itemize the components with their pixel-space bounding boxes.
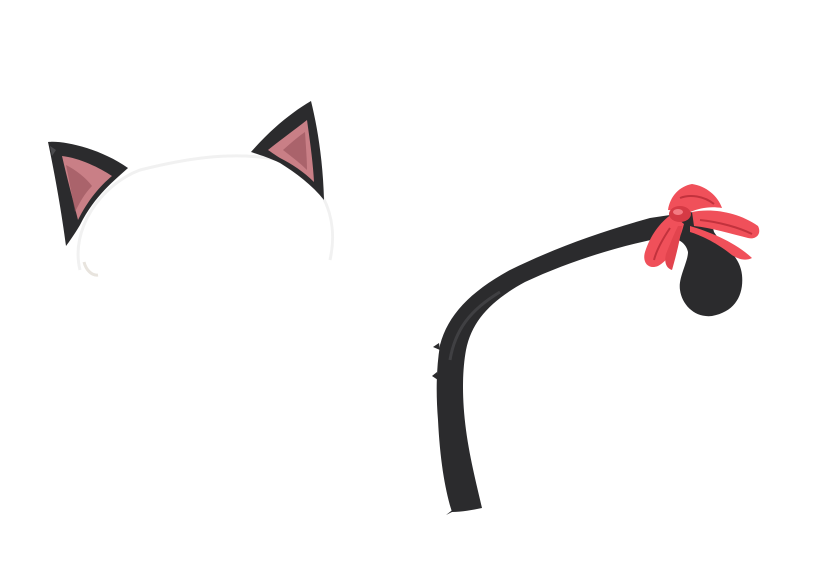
bow-icon <box>644 184 760 270</box>
right-ear-icon <box>251 101 324 200</box>
left-ear-icon <box>48 141 128 246</box>
cat-tail-icon <box>432 212 743 515</box>
